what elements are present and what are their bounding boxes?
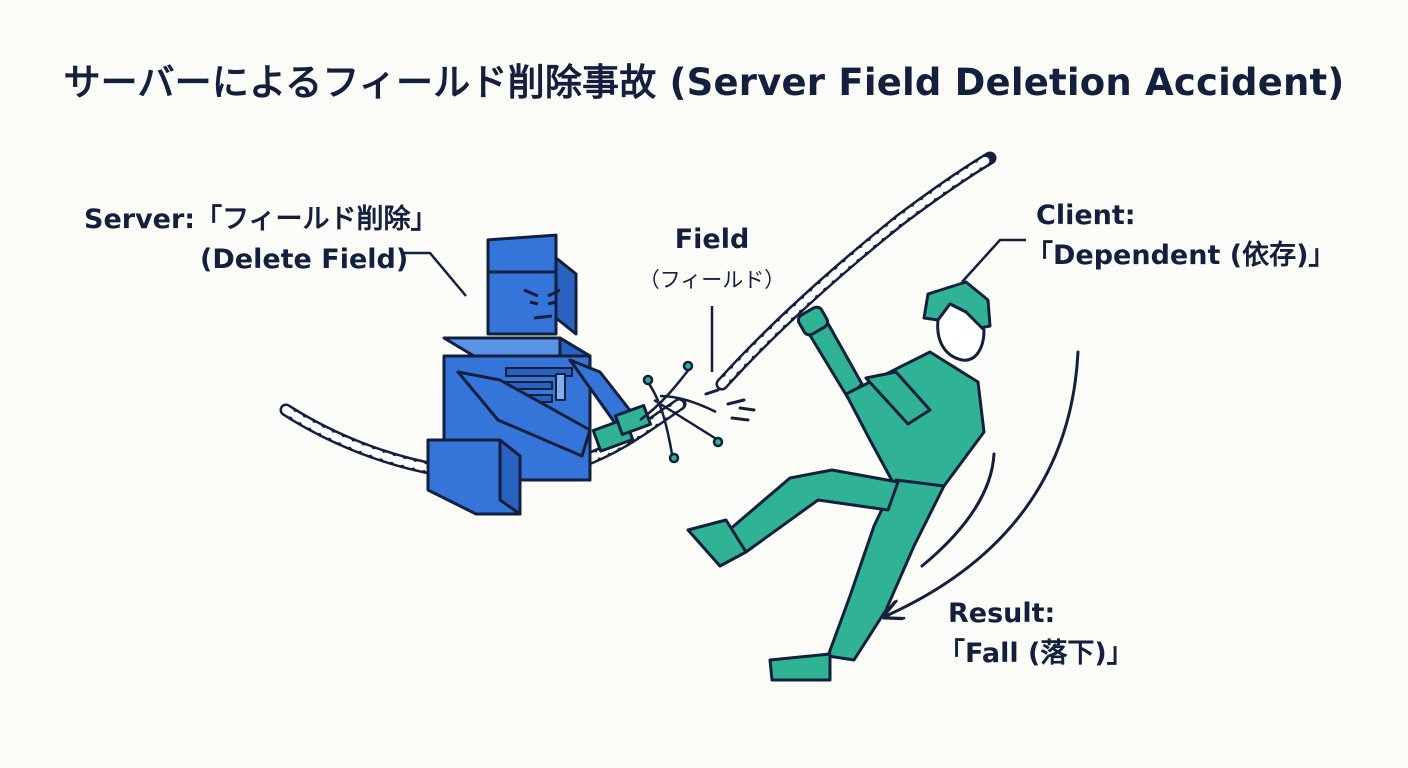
diagram-title: サーバーによるフィールド削除事故 (Server Field Deletion … xyxy=(63,61,1345,104)
upper-rope xyxy=(715,151,997,391)
server-leader-line xyxy=(404,251,467,297)
result-label-line1: Result: xyxy=(948,598,1056,629)
server-label-line1: Server:「フィールド削除」 xyxy=(84,204,438,235)
field-label: Field （フィールド） xyxy=(612,220,812,300)
client-label-line1: Client: xyxy=(1036,200,1136,231)
field-label-line1: Field xyxy=(674,224,750,255)
scissors-icon xyxy=(639,360,724,464)
client-label: Client: 「Dependent (依存)」 xyxy=(1026,196,1335,276)
field-label-line2: （フィールド） xyxy=(638,268,786,292)
snap-sparks xyxy=(704,388,756,422)
falling-person-figure xyxy=(686,280,992,682)
client-leader-line xyxy=(961,238,1026,283)
motion-arrow-icon xyxy=(886,350,1080,616)
robot-server-figure xyxy=(426,233,653,516)
result-label-line2: 「Fall (落下)」 xyxy=(938,638,1134,669)
server-label: Server:「フィールド削除」 (Delete Field) xyxy=(84,200,438,280)
client-label-line2: 「Dependent (依存)」 xyxy=(1026,240,1336,271)
result-label: Result: 「Fall (落下)」 xyxy=(938,594,1134,674)
leader-lines xyxy=(404,238,1026,372)
server-label-line2: (Delete Field) xyxy=(200,244,409,275)
